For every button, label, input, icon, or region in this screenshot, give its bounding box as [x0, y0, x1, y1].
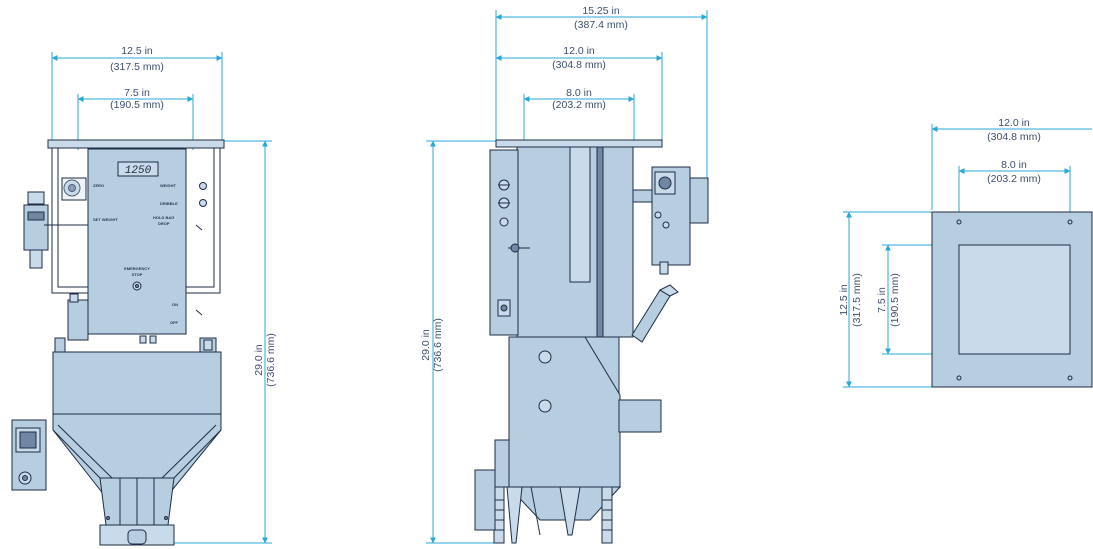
side-height-in-label: 29.0 in: [420, 329, 432, 361]
weigh-hopper: [52, 351, 222, 415]
top-inner-height-mm-label: (190.5 mm): [889, 273, 901, 327]
top-view: 12.0 in (304.8 mm) 8.0 in (203.2 mm) 12.…: [838, 117, 1093, 388]
front-machine: 1250 ZERO WEIGHT SET WEIGHT DRIBBLE HOLD…: [11, 139, 225, 546]
side-width-mm-label: (387.4 mm): [574, 19, 628, 31]
drop-label: DROP: [158, 221, 170, 226]
control-panel: [87, 148, 187, 335]
top-inner-height-dimension: 7.5 in (190.5 mm): [876, 244, 958, 355]
top-inner-width-dimension: 8.0 in (203.2 mm): [958, 159, 1071, 244]
front-view: 12.5 in (317.5 mm) 7.5 in (190.5 mm) 29.…: [11, 45, 277, 546]
top-outer-height-mm-label: (317.5 mm): [851, 273, 863, 327]
mounting-plate: [931, 211, 1093, 388]
side-inner-width-mm-label: (203.2 mm): [552, 99, 606, 111]
on-label: ON: [172, 302, 178, 307]
set-weight-label: SET WEIGHT: [93, 217, 118, 222]
front-width-in-label: 12.5 in: [121, 45, 153, 57]
front-height-dimension: 29.0 in (736.6 mm): [172, 140, 277, 544]
off-label: OFF: [170, 320, 179, 325]
front-height-in-label: 29.0 in: [253, 344, 265, 376]
side-inner-width-dimension: 8.0 in (203.2 mm): [523, 87, 635, 140]
top-inner-width-in-label: 8.0 in: [1001, 159, 1027, 171]
front-width-mm-label: (317.5 mm): [110, 61, 164, 73]
side-view: 15.25 in (387.4 mm) 12.0 in (304.8 mm) 8…: [420, 5, 709, 544]
top-inner-width-mm-label: (203.2 mm): [987, 173, 1041, 185]
side-height-mm-label: (736.6 mm): [432, 318, 444, 372]
front-height-mm-label: (736.6 mm): [265, 333, 277, 387]
top-outer-height-in-label: 12.5 in: [838, 284, 850, 316]
front-inner-width-dimension: 7.5 in (190.5 mm): [77, 87, 194, 150]
top-outer-height-dimension: 12.5 in (317.5 mm): [838, 211, 932, 388]
plate-opening: [958, 244, 1071, 355]
dribble-label: DRIBBLE: [160, 201, 178, 206]
top-inner-height-in-label: 7.5 in: [876, 287, 888, 313]
side-machine: [474, 139, 709, 544]
zero-label: ZERO: [93, 183, 104, 188]
side-width-in-label: 15.25 in: [582, 5, 620, 17]
side-height-dimension: 29.0 in (736.6 mm): [420, 140, 500, 544]
emergency-label: EMERGENCY: [124, 266, 150, 271]
stop-label: STOP: [132, 272, 143, 277]
weight-display: [117, 161, 159, 177]
side-mid-width-in-label: 12.0 in: [563, 45, 595, 57]
side-overall-width-dimension: 15.25 in (387.4 mm): [495, 5, 708, 180]
side-mid-width-dimension: 12.0 in (304.8 mm): [495, 45, 663, 140]
side-mid-width-mm-label: (304.8 mm): [552, 59, 606, 71]
display-value: 1250: [125, 165, 152, 177]
front-inner-width-in-label: 7.5 in: [124, 87, 150, 99]
side-inner-width-in-label: 8.0 in: [566, 87, 592, 99]
front-overall-width-dimension: 12.5 in (317.5 mm): [51, 45, 223, 140]
weight-label: WEIGHT: [160, 183, 177, 188]
top-outer-width-mm-label: (304.8 mm): [987, 131, 1041, 143]
top-outer-width-dimension: 12.0 in (304.8 mm): [931, 117, 1092, 210]
top-outer-width-in-label: 12.0 in: [998, 117, 1030, 129]
hold-bag-label: HOLD BAG: [153, 215, 174, 220]
front-inner-width-mm-label: (190.5 mm): [110, 99, 164, 111]
